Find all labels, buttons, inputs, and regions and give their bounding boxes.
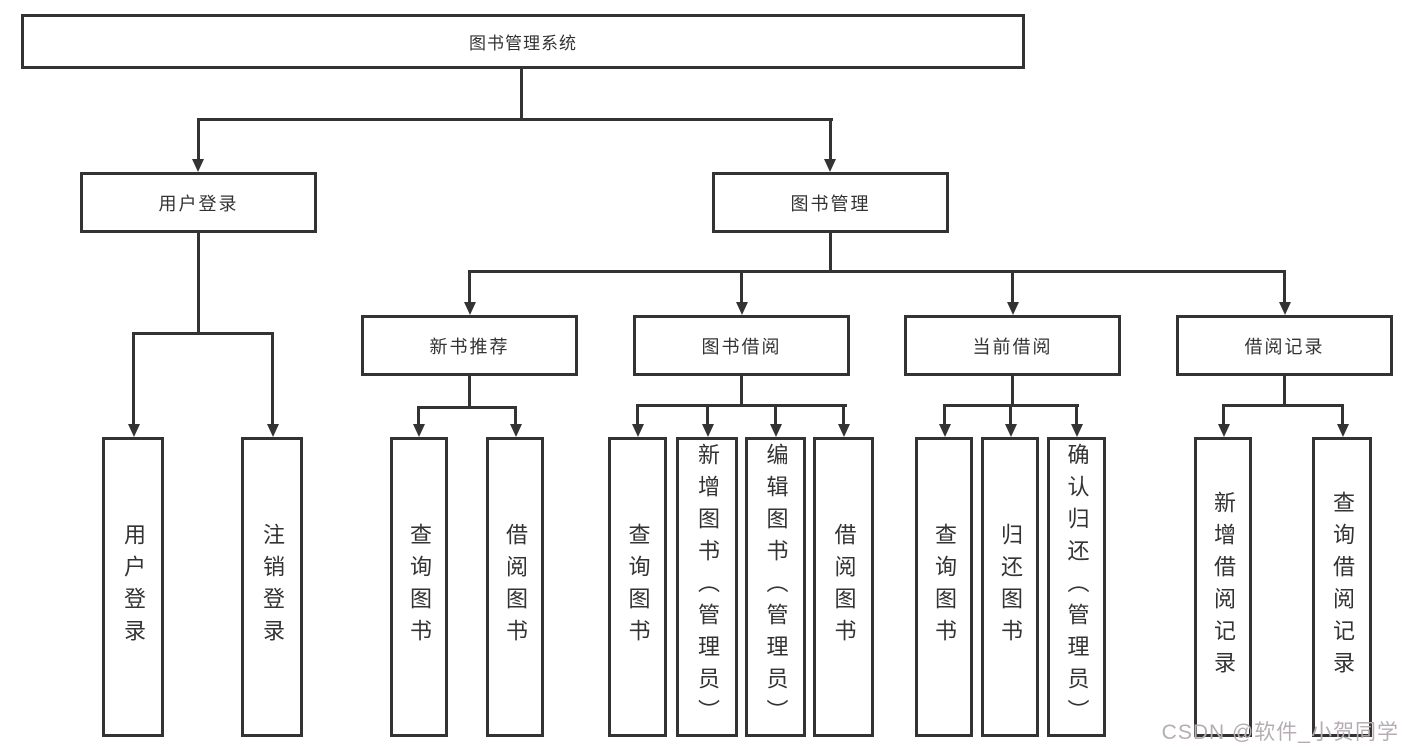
connector-recommend-branch bbox=[417, 406, 517, 409]
leaf-confirm-return-admin: 确认归还（管理员） bbox=[1047, 437, 1106, 737]
leaf-label: 新增图书（管理员） bbox=[695, 443, 720, 731]
connector-drop bbox=[636, 404, 639, 426]
node-borrowing-records: 借阅记录 bbox=[1176, 315, 1393, 376]
leaf-borrow-books-recommend: 借阅图书 bbox=[486, 437, 544, 737]
leaf-edit-books-admin: 编辑图书（管理员） bbox=[745, 437, 806, 737]
node-label: 当前借阅 bbox=[972, 336, 1053, 357]
leaf-label: 查询图书 bbox=[407, 523, 432, 651]
connector-drop-book-management bbox=[829, 118, 832, 162]
leaf-label: 查询图书 bbox=[932, 523, 957, 651]
arrow-down-icon bbox=[702, 424, 714, 437]
leaf-add-books-admin: 新增图书（管理员） bbox=[676, 437, 738, 737]
arrow-down-icon bbox=[824, 159, 836, 172]
leaf-add-borrow-record: 新增借阅记录 bbox=[1194, 437, 1252, 737]
connector-user-login-stem bbox=[197, 232, 200, 335]
node-label: 借阅记录 bbox=[1244, 336, 1325, 357]
node-current-borrowing: 当前借阅 bbox=[904, 315, 1121, 376]
node-label: 图书借阅 bbox=[701, 336, 782, 357]
connector-book-management-stem bbox=[829, 232, 832, 273]
arrow-down-icon bbox=[1279, 302, 1291, 315]
connector-book-management-branch bbox=[468, 270, 1286, 273]
node-label: 图书管理系统 bbox=[469, 34, 577, 53]
leaf-query-books-current: 查询图书 bbox=[915, 437, 973, 737]
arrow-down-icon bbox=[192, 159, 204, 172]
node-root-book-management-system: 图书管理系统 bbox=[21, 14, 1025, 69]
connector-root-stem bbox=[520, 68, 523, 119]
connector-drop-user-login bbox=[197, 118, 200, 162]
leaf-label: 借阅图书 bbox=[831, 523, 857, 651]
leaf-label: 用户登录 bbox=[121, 523, 146, 651]
arrow-down-icon bbox=[128, 424, 140, 437]
leaf-return-books: 归还图书 bbox=[981, 437, 1039, 737]
arrow-down-icon bbox=[770, 424, 782, 437]
connector-records-stem bbox=[1283, 375, 1286, 407]
connector-current-stem bbox=[1011, 375, 1014, 407]
arrow-down-icon bbox=[464, 302, 476, 315]
connector-drop bbox=[514, 406, 517, 426]
leaf-user-login: 用户登录 bbox=[102, 437, 164, 737]
connector-recommend-stem bbox=[468, 375, 471, 409]
leaf-label: 注销登录 bbox=[260, 523, 285, 651]
arrow-down-icon bbox=[510, 424, 522, 437]
node-book-management: 图书管理 bbox=[712, 172, 949, 233]
connector-drop bbox=[1341, 404, 1344, 426]
leaf-query-books-borrowing: 查询图书 bbox=[608, 437, 667, 737]
arrow-down-icon bbox=[838, 424, 850, 437]
leaf-label: 编辑图书（管理员） bbox=[763, 443, 789, 731]
leaf-query-books-recommend: 查询图书 bbox=[390, 437, 448, 737]
csdn-watermark: CSDN @软件_小贺同学 bbox=[1161, 721, 1399, 744]
arrow-down-icon bbox=[1007, 302, 1019, 315]
connector-drop bbox=[774, 404, 777, 426]
connector-drop-leaf-logout bbox=[271, 332, 274, 426]
arrow-down-icon bbox=[1071, 424, 1083, 437]
leaf-label: 查询借阅记录 bbox=[1330, 491, 1355, 683]
node-label: 图书管理 bbox=[790, 193, 871, 214]
node-label: 用户登录 bbox=[158, 193, 239, 214]
connector-drop-leaf-user-login bbox=[132, 332, 135, 426]
leaf-query-borrow-record: 查询借阅记录 bbox=[1312, 437, 1372, 737]
leaf-label: 确认归还（管理员） bbox=[1064, 443, 1090, 731]
leaf-label: 归还图书 bbox=[998, 523, 1023, 651]
connector-drop bbox=[1222, 404, 1225, 426]
arrow-down-icon bbox=[736, 302, 748, 315]
connector-drop bbox=[943, 404, 946, 426]
leaf-label: 新增借阅记录 bbox=[1211, 491, 1236, 683]
connector-root-branch bbox=[197, 118, 833, 121]
arrow-down-icon bbox=[413, 424, 425, 437]
connector-drop-book-borrowing bbox=[740, 270, 743, 304]
arrow-down-icon bbox=[267, 424, 279, 437]
connector-user-login-branch bbox=[132, 332, 274, 335]
arrow-down-icon bbox=[1218, 424, 1230, 437]
connector-drop bbox=[417, 406, 420, 426]
arrow-down-icon bbox=[1005, 424, 1017, 437]
leaf-label: 借阅图书 bbox=[503, 523, 528, 651]
leaf-borrow-books-borrowing: 借阅图书 bbox=[813, 437, 874, 737]
connector-drop bbox=[1009, 404, 1012, 426]
node-user-login: 用户登录 bbox=[80, 172, 317, 233]
node-label: 新书推荐 bbox=[429, 336, 510, 357]
connector-drop bbox=[842, 404, 845, 426]
connector-drop bbox=[706, 404, 709, 426]
arrow-down-icon bbox=[939, 424, 951, 437]
arrow-down-icon bbox=[632, 424, 644, 437]
connector-borrowing-branch bbox=[636, 404, 847, 407]
connector-drop-new-book-recommendation bbox=[468, 270, 471, 304]
connector-drop bbox=[1075, 404, 1078, 426]
node-new-book-recommendation: 新书推荐 bbox=[361, 315, 578, 376]
leaf-label: 查询图书 bbox=[625, 523, 651, 651]
arrow-down-icon bbox=[1337, 424, 1349, 437]
connector-drop-current-borrowing bbox=[1011, 270, 1014, 304]
node-book-borrowing: 图书借阅 bbox=[633, 315, 850, 376]
connector-drop-borrowing-records bbox=[1283, 270, 1286, 304]
connector-borrowing-stem bbox=[740, 375, 743, 407]
leaf-logout: 注销登录 bbox=[241, 437, 303, 737]
connector-records-branch bbox=[1222, 404, 1344, 407]
